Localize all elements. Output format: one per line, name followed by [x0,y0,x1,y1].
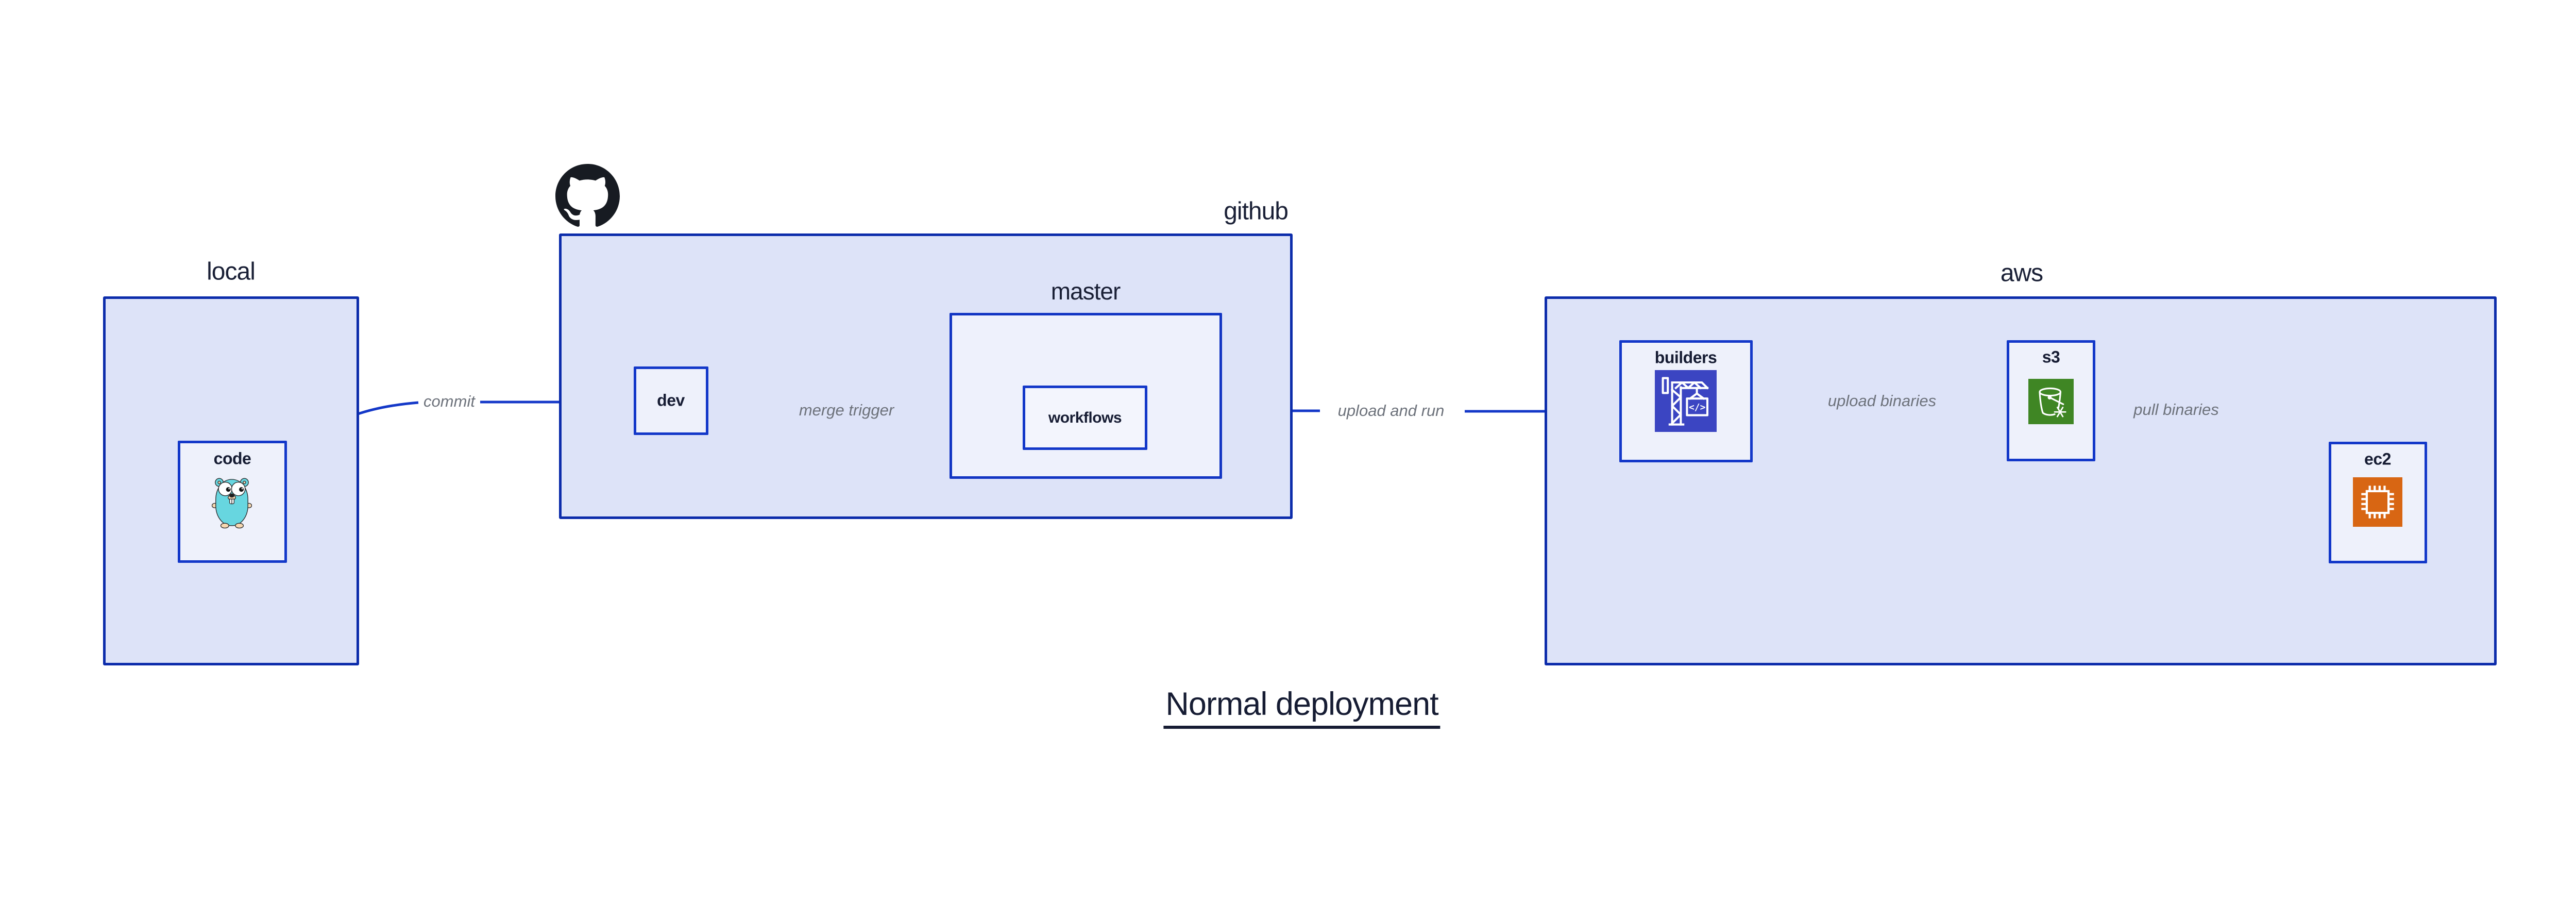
node-label-ec2: ec2 [2364,449,2391,469]
edge-label-upload-and-run: upload and run [1337,402,1445,420]
aws-s3-glacier-bucket-icon [2028,379,2074,424]
github-octocat-icon [555,164,620,227]
aws-ec2-chip-icon [2353,477,2402,527]
group-label-aws: aws [2000,259,2043,287]
edge-label-pull-binaries: pull binaries [2133,400,2219,419]
edge-label-merge-trigger: merge trigger [799,401,894,419]
node-label-workflows: workflows [1048,409,1122,426]
node-label-dev: dev [657,391,685,410]
edge-label-upload-binaries: upload binaries [1827,392,1937,410]
node-label-code: code [213,449,251,468]
diagram-title: Normal deployment [1163,686,1440,729]
node-label-builders: builders [1654,348,1717,367]
group-label-master: master [1050,278,1121,305]
edge-label-commit: commit [423,392,475,410]
group-label-github: github [1224,197,1289,225]
node-workflows [1023,386,1147,450]
svg-text:</>: </> [1689,402,1706,413]
node-dev [634,366,708,435]
node-label-s3: s3 [2042,347,2060,366]
aws-codebuild-crane-icon: </> [1655,370,1717,432]
group-label-local: local [207,258,256,286]
go-gopher-icon [212,478,252,529]
